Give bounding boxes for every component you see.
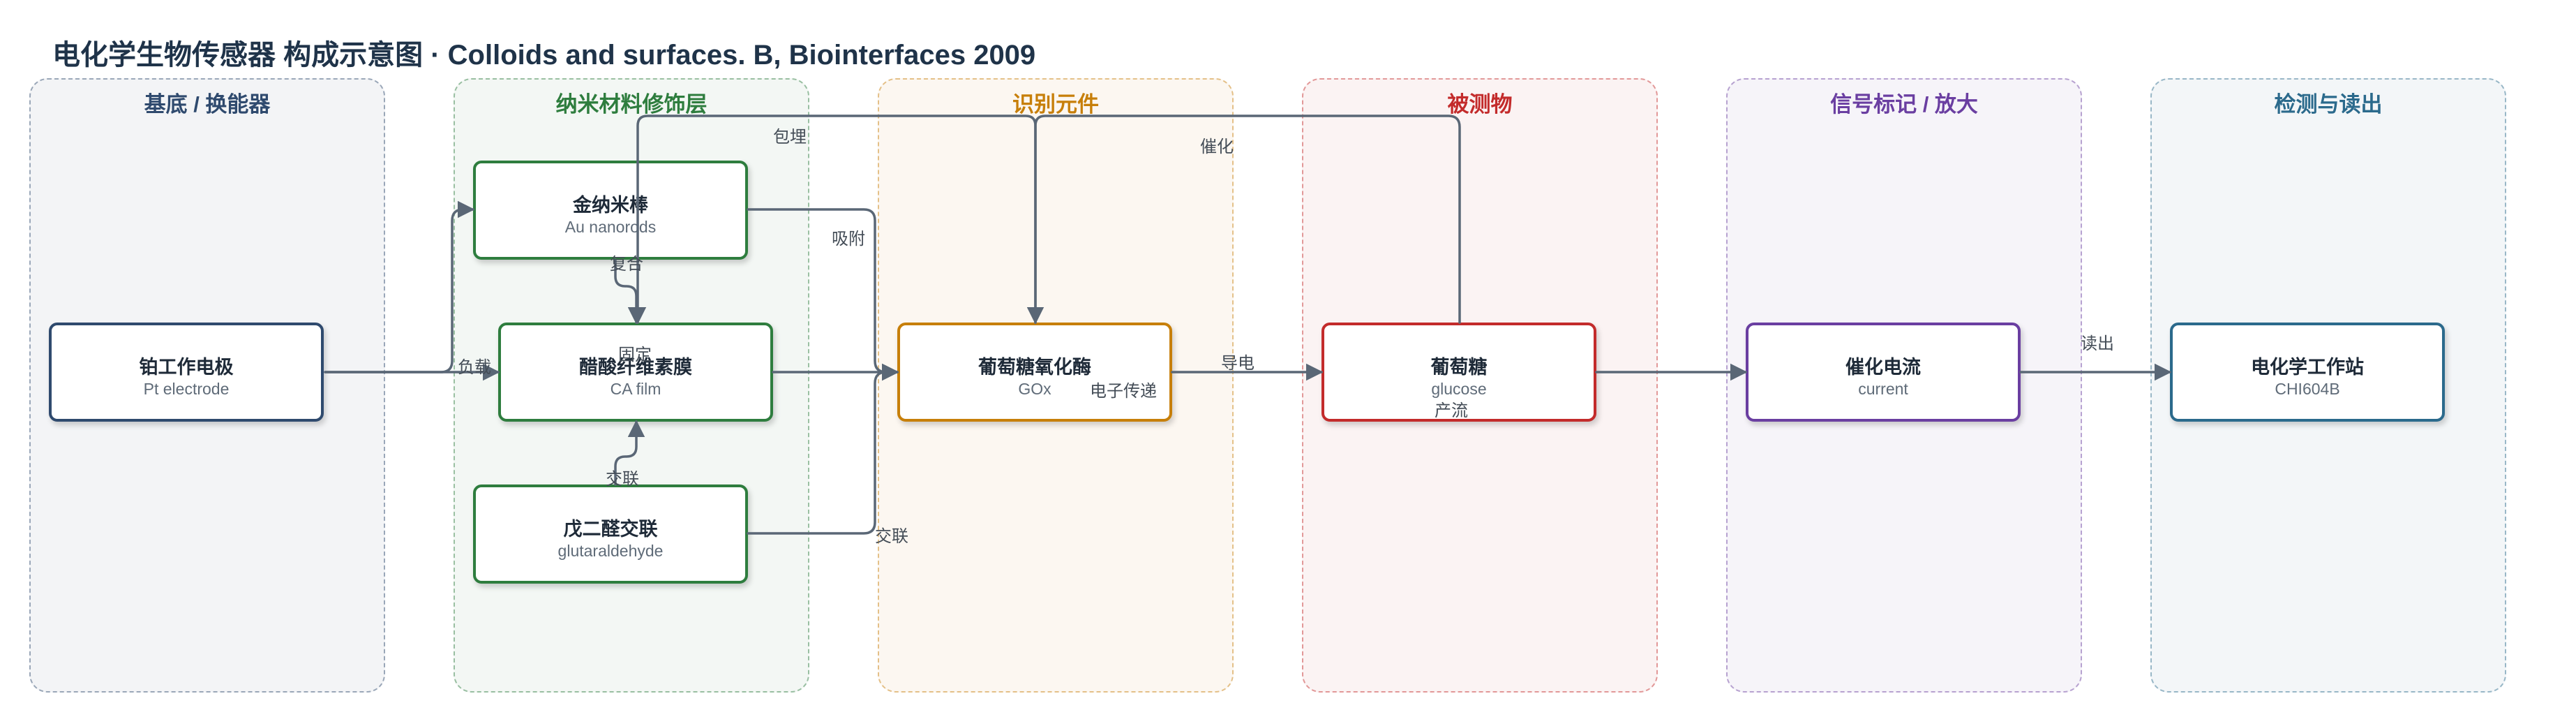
- node-glutaraldehyde[interactable]: 戊二醛交联 glutaraldehyde: [473, 484, 748, 584]
- lane-title-nano-modification: 纳米材料修饰层: [555, 92, 707, 117]
- edge-label-adsorb: 吸附: [832, 230, 865, 249]
- edge-label-readout: 读出: [2081, 334, 2114, 353]
- edge-label-composite: 复合: [610, 255, 643, 274]
- edge-label-fix: 固定: [618, 346, 652, 364]
- node-ca-film[interactable]: 醋酸纤维素膜 CA film: [498, 323, 773, 422]
- diagram-title: 电化学生物传感器 构成示意图 · Colloids and surfaces. …: [52, 40, 1036, 71]
- edge-label-encapsulate: 包埋: [773, 128, 807, 147]
- edge-label-produce: 产流: [1435, 401, 1468, 420]
- lane-title-substrate: 基底 / 换能器: [144, 92, 271, 117]
- node-ca-film-sub: CA film: [610, 380, 661, 398]
- node-glucose-sub: glucose: [1431, 380, 1487, 398]
- node-gox-sub: GOx: [1018, 380, 1051, 398]
- node-gox-name: 葡萄糖氧化酶: [978, 357, 1091, 378]
- node-pt-electrode-name: 铂工作电极: [139, 357, 234, 378]
- edge-label-load: 负载: [458, 358, 491, 377]
- node-pt-electrode-sub: Pt electrode: [143, 380, 230, 398]
- node-au-nanorods-name: 金纳米棒: [573, 195, 648, 216]
- edge-label-catalyze: 催化: [1200, 138, 1234, 156]
- node-glutaraldehyde-name: 戊二醛交联: [563, 519, 658, 540]
- edge-glucose-to-gox: [1026, 114, 1461, 325]
- node-catalytic-current[interactable]: 催化电流 current: [1746, 323, 2021, 422]
- lane-title-signal: 信号标记 / 放大: [1830, 92, 1978, 117]
- node-glutaraldehyde-sub: glutaraldehyde: [557, 542, 664, 560]
- lane-title-recognition: 识别元件: [1012, 92, 1099, 117]
- edge-glut-to-gox: [747, 363, 899, 535]
- node-workstation-sub: CHI604B: [2275, 380, 2340, 398]
- node-workstation-name: 电化学工作站: [2251, 357, 2364, 378]
- edge-label-electron: 电子传递: [1090, 382, 1157, 401]
- edge-label-crosslink-up: 交联: [606, 470, 639, 489]
- node-glucose-name: 葡萄糖: [1430, 357, 1488, 378]
- edge-au-to-ca: [614, 258, 645, 325]
- edge-glut-to-ca: [614, 420, 645, 486]
- node-gox[interactable]: 葡萄糖氧化酶 GOx: [897, 323, 1172, 422]
- edge-label-crosslink-right: 交联: [875, 527, 908, 546]
- node-pt-electrode[interactable]: 铂工作电极 Pt electrode: [49, 323, 324, 422]
- node-ca-film-name: 醋酸纤维素膜: [579, 357, 692, 378]
- node-au-nanorods-sub: Au nanorods: [564, 218, 657, 236]
- node-catalytic-current-sub: current: [1858, 380, 1908, 398]
- node-au-nanorods[interactable]: 金纳米棒 Au nanorods: [473, 161, 748, 260]
- lane-title-readout: 检测与读出: [2274, 92, 2383, 117]
- edge-gox-to-ca: [629, 114, 1037, 325]
- edge-label-conduct: 导电: [1221, 354, 1255, 373]
- node-catalytic-current-name: 催化电流: [1845, 357, 1921, 378]
- edge-au-to-gox: [747, 208, 899, 381]
- edge-pt-to-au: [324, 200, 475, 373]
- lane-title-analyte: 被测物: [1447, 92, 1513, 117]
